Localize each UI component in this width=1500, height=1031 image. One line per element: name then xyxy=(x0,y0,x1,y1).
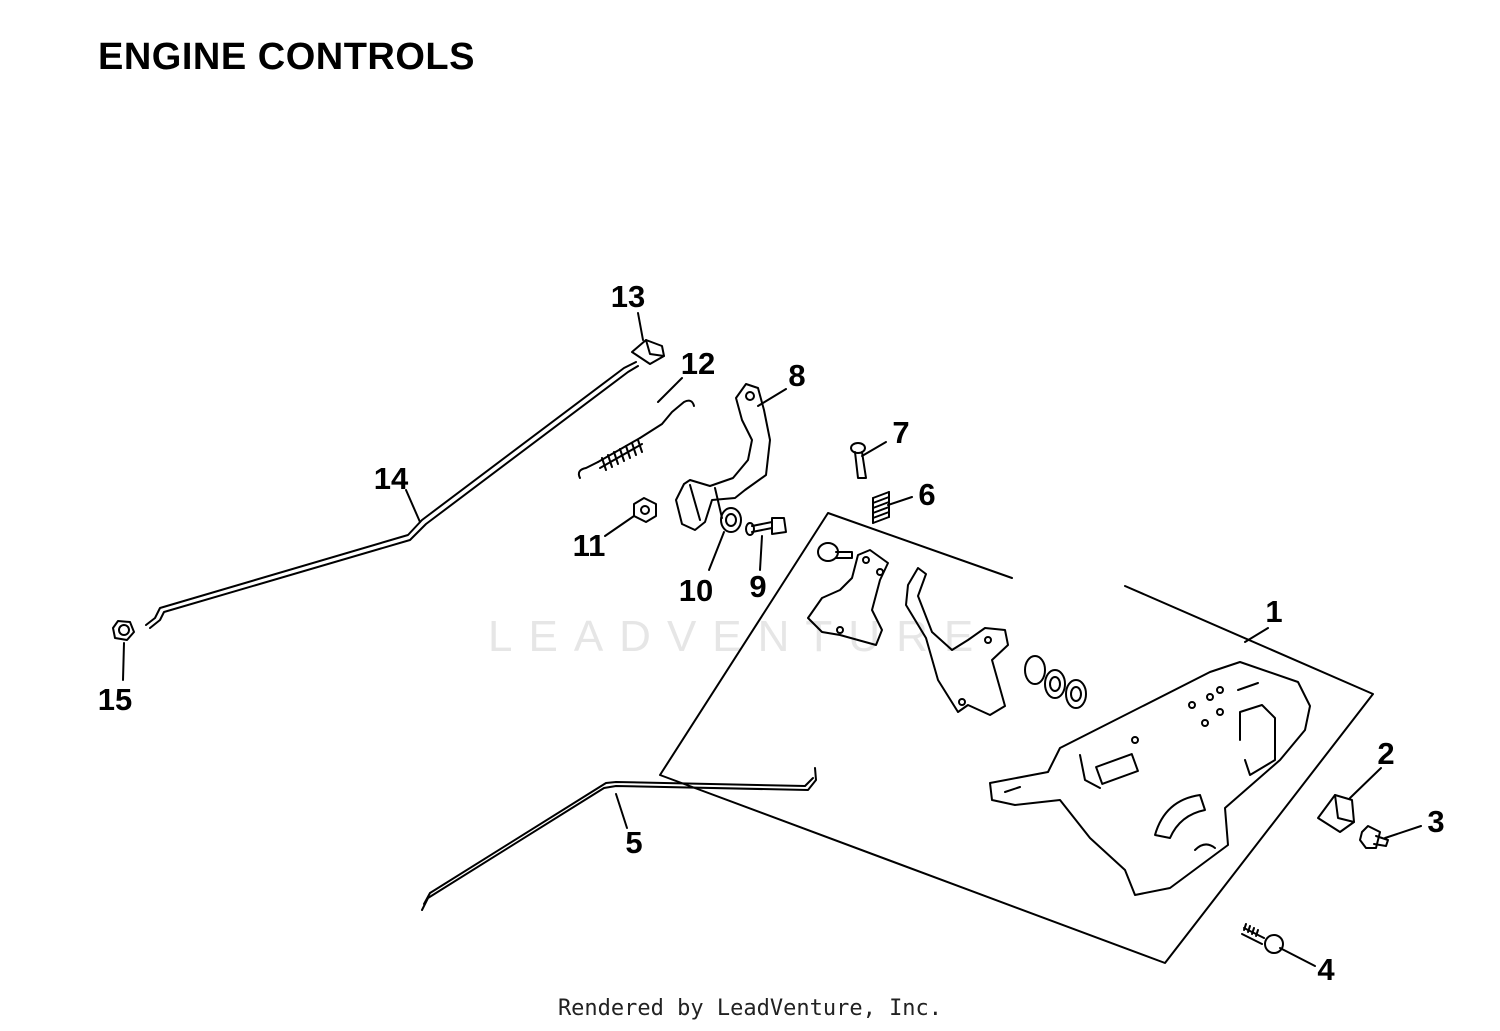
cable-clamp-part xyxy=(1317,794,1355,833)
nut-11-part xyxy=(633,497,657,523)
callout-15: 15 xyxy=(98,682,132,717)
control-bracket-part xyxy=(989,661,1311,896)
callout-4: 4 xyxy=(1317,952,1335,987)
washer-stack-part xyxy=(1024,655,1087,709)
callout-11: 11 xyxy=(573,528,606,563)
callout-9: 9 xyxy=(749,569,766,604)
washer-10-part xyxy=(720,507,742,533)
throttle-lever-part xyxy=(905,567,1009,716)
bushing-part xyxy=(112,620,135,641)
leader-lines xyxy=(122,312,1422,967)
pivot-stud-part xyxy=(817,542,853,562)
callout-3: 3 xyxy=(1427,804,1444,839)
rod-clip-part xyxy=(631,339,665,365)
bracket-group-outline xyxy=(659,512,1374,964)
bolt-9-part xyxy=(745,517,787,536)
callout-7: 7 xyxy=(892,415,909,450)
screw-7-part xyxy=(850,442,867,479)
callout-8: 8 xyxy=(788,358,805,393)
bolt-4-part xyxy=(1241,923,1284,954)
callout-labels: 1 2 3 4 5 6 7 8 9 10 11 12 13 14 15 xyxy=(98,279,1445,987)
governor-lever-part xyxy=(675,383,771,531)
choke-lever-part xyxy=(807,549,889,646)
callout-6: 6 xyxy=(918,477,935,512)
footer-credit: Rendered by LeadVenture, Inc. xyxy=(557,996,943,1021)
callout-12: 12 xyxy=(681,346,715,381)
throttle-link-rod-part xyxy=(145,361,639,629)
screw-3-part xyxy=(1359,825,1389,849)
callout-2: 2 xyxy=(1377,736,1394,771)
callout-10: 10 xyxy=(679,573,713,608)
spring-part xyxy=(872,491,890,524)
callout-1: 1 xyxy=(1265,594,1282,629)
link-rod-part xyxy=(421,767,817,911)
watermark: LEADVENTURE xyxy=(488,612,990,661)
callout-5: 5 xyxy=(625,825,642,860)
diagram-title: ENGINE CONTROLS xyxy=(98,36,475,78)
callout-14: 14 xyxy=(374,461,409,496)
governor-spring-part xyxy=(577,399,695,479)
callout-13: 13 xyxy=(611,279,645,314)
